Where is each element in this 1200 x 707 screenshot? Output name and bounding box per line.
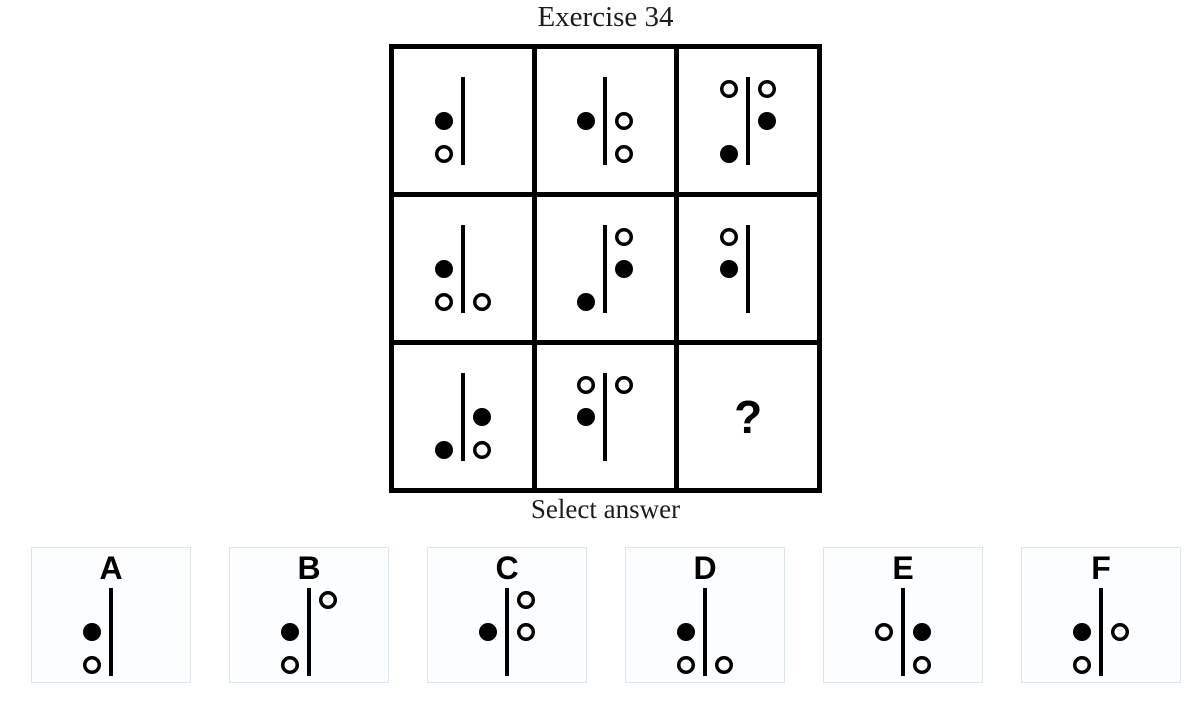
puzzle-grid: ? [389,44,822,493]
option-label: B [297,550,321,586]
line-dots-figure [230,586,388,678]
question-mark: ? [734,390,763,443]
grid-cell-r2c2 [536,197,675,340]
option-label: C [495,550,519,586]
grid-cell-r2c3 [679,197,817,340]
line-dots-figure [696,223,800,315]
grid-cell-question: ? [679,345,817,488]
answer-option-a[interactable]: A [31,547,191,683]
option-label: E [892,550,914,586]
answer-option-c[interactable]: C [427,547,587,683]
line-dots-figure [696,75,800,167]
line-dots-figure [32,586,190,678]
select-answer-label: Select answer [530,494,681,524]
line-dots-figure [411,223,515,315]
line-dots-figure [553,223,657,315]
grid-cell-r1c3 [679,49,817,192]
option-label: A [99,550,123,586]
answer-option-b[interactable]: B [229,547,389,683]
line-dots-figure [411,371,515,463]
answer-option-f[interactable]: F [1021,547,1181,683]
line-dots-figure [1022,586,1180,678]
line-dots-figure [626,586,784,678]
grid-cell-r2c1 [394,197,532,340]
option-label: D [693,550,717,586]
line-dots-figure [824,586,982,678]
grid-cell-r1c1 [394,49,532,192]
answer-option-d[interactable]: D [625,547,785,683]
line-dots-figure [553,75,657,167]
grid-cell-r1c2 [536,49,675,192]
answer-option-e[interactable]: E [823,547,983,683]
grid-cell-r3c1 [394,345,532,488]
line-dots-figure [553,371,657,463]
line-dots-figure [411,75,515,167]
option-label: F [1091,550,1111,586]
grid-cell-r3c2 [536,345,675,488]
line-dots-figure [428,586,586,678]
answer-options: A B C D E F [31,547,1181,683]
page-title: Exercise 34 [537,1,674,33]
